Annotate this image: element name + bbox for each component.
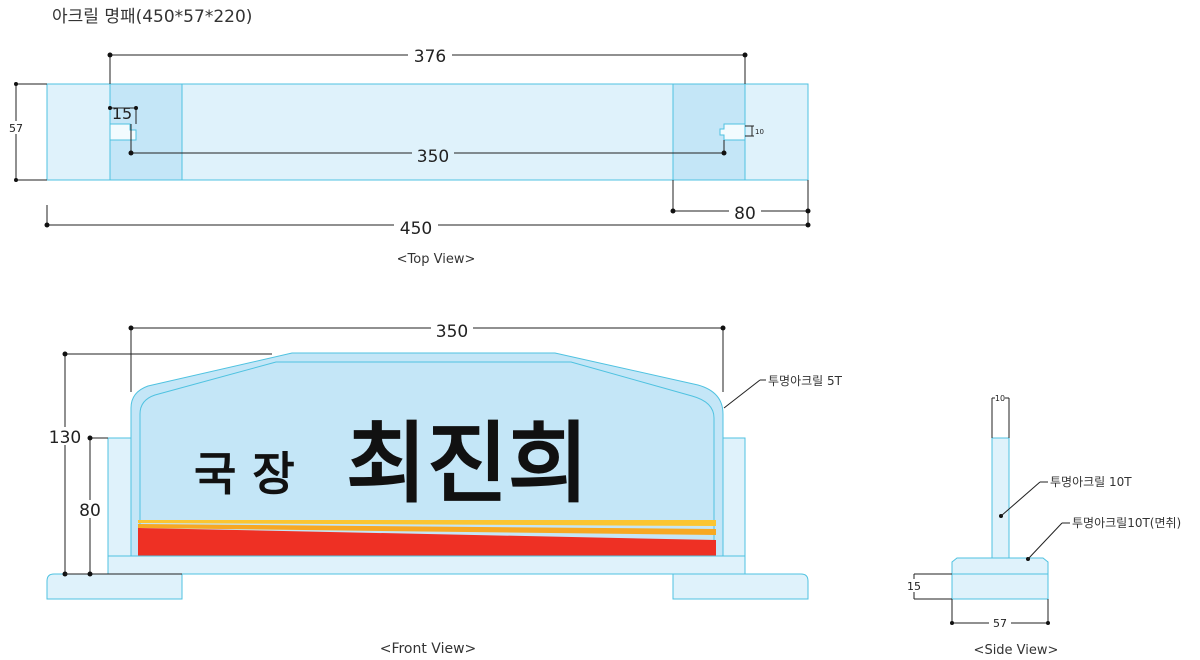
front-view-caption: <Front View> (380, 641, 477, 657)
front-view: 국 장 최진희 350 130 80 투명아크릴 5T <Front View> (46, 320, 843, 657)
top-view: 376 350 15 10 57 80 (6, 46, 811, 267)
dim-80-front: 80 (79, 501, 101, 521)
callout-acrylic-10t: 투명아크릴 10T (1050, 475, 1132, 489)
name-title: 국 장 (194, 447, 295, 501)
dim-350-front: 350 (436, 322, 468, 342)
callout-acrylic-5t: 투명아크릴 5T (768, 374, 843, 388)
top-left-slot (109, 123, 137, 141)
front-base (107, 555, 746, 575)
dim-80-top: 80 (734, 204, 756, 224)
callout-acrylic-10t-chamfer: 투명아크릴10T(면취) (1072, 516, 1181, 530)
dim-450: 450 (400, 219, 432, 239)
drawing-title: 아크릴 명패(450*57*220) (52, 7, 252, 27)
front-panel (130, 352, 724, 557)
dim-57-side: 57 (993, 617, 1007, 630)
dim-376: 376 (414, 47, 446, 67)
dim-10-top: 10 (755, 128, 764, 136)
dim-10-side: 10 (995, 394, 1005, 403)
top-view-caption: <Top View> (397, 252, 476, 267)
side-base-top (951, 557, 1049, 575)
side-base (951, 573, 1049, 600)
front-right-leg (722, 437, 746, 575)
top-right-slot (719, 123, 746, 141)
dim-15-side: 15 (907, 580, 921, 593)
name-text: 최진희 (346, 412, 589, 515)
front-panel-inner-edge (139, 361, 715, 556)
dim-350-top: 350 (417, 147, 449, 167)
side-view: 10 15 57 투명아크릴 10T 투명아크릴10T(면취) <Side Vi… (905, 393, 1181, 658)
dim-57-top: 57 (9, 122, 23, 135)
front-right-foot (672, 573, 809, 600)
dim-130: 130 (49, 428, 81, 448)
stripe-orange (138, 524, 716, 535)
side-plate (991, 437, 1010, 559)
front-left-leg (107, 437, 132, 575)
dim-15: 15 (112, 104, 132, 123)
stripe-yellow (138, 520, 716, 526)
side-view-caption: <Side View> (974, 643, 1059, 658)
stripe-red (138, 528, 716, 556)
front-left-foot (46, 573, 183, 600)
